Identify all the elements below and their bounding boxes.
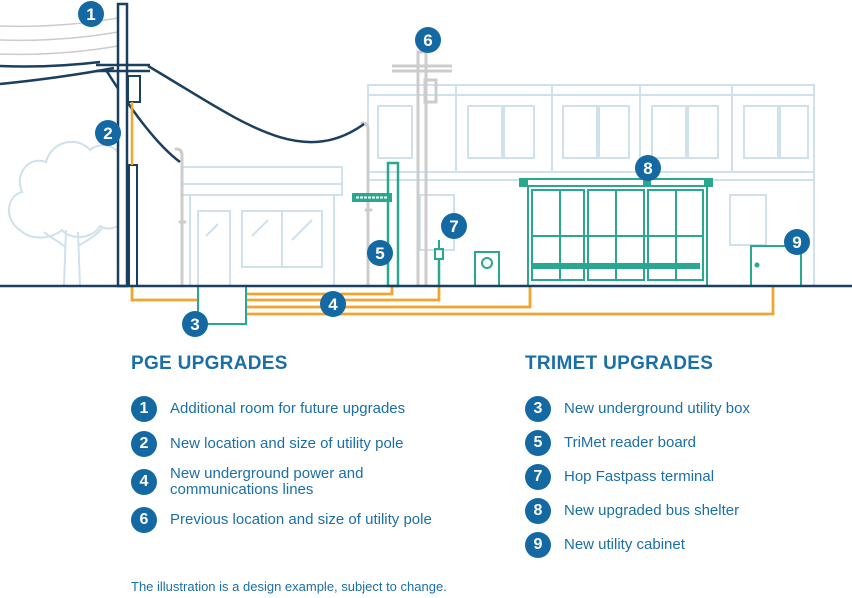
underground-lines [130, 286, 775, 316]
previous-utility-pole [392, 50, 452, 286]
item-label: New upgraded bus shelter [564, 502, 740, 519]
small-building [181, 166, 343, 287]
svg-text:5: 5 [375, 244, 384, 263]
streetlights [174, 121, 373, 288]
item-label: New underground utility box [564, 400, 750, 417]
bus-shelter [519, 178, 713, 286]
item-label: Hop Fastpass terminal [564, 468, 715, 485]
svg-text:2: 2 [103, 124, 112, 143]
trimet-upgrades-list: 3 New underground utility box 5 TriMet r… [525, 396, 845, 558]
svg-text:9: 9 [792, 233, 801, 252]
list-item: 8 New upgraded bus shelter [525, 498, 845, 524]
overhead-wires [0, 17, 365, 164]
svg-text:4: 4 [328, 295, 338, 314]
number-badge: 5 [525, 430, 551, 456]
list-item: 7 Hop Fastpass terminal [525, 464, 845, 490]
marker-7: 7 [441, 213, 467, 239]
list-item: 2 New location and size of utility pole [131, 431, 491, 457]
background-building [367, 84, 815, 286]
number-badge: 1 [131, 396, 157, 422]
trimet-upgrades-title: TRIMET UPGRADES [525, 353, 714, 374]
pge-upgrades-section: PGE UPGRADES 1 Additional room for futur… [131, 352, 491, 542]
svg-text:1: 1 [86, 5, 95, 24]
hop-fastpass-terminal [434, 240, 444, 286]
trash-bin [474, 251, 500, 287]
svg-text:6: 6 [423, 31, 432, 50]
street-illustration: 1 2 3 4 5 6 7 8 [0, 1, 852, 337]
item-label: Previous location and size of utility po… [170, 511, 432, 528]
marker-9: 9 [784, 229, 810, 255]
svg-text:3: 3 [190, 315, 199, 334]
pge-upgrades-list: 1 Additional room for future upgrades 2 … [131, 396, 491, 533]
marker-5: 5 [367, 240, 393, 266]
list-item: 6 Previous location and size of utility … [131, 507, 491, 533]
marker-3: 3 [182, 311, 208, 337]
disclaimer-caption: The illustration is a design example, su… [131, 579, 447, 594]
number-badge: 2 [131, 431, 157, 457]
marker-8: 8 [635, 155, 661, 181]
pge-upgrades-title: PGE UPGRADES [131, 353, 288, 374]
reader-board [352, 161, 400, 288]
underground-utility-box [197, 285, 247, 325]
number-badge: 4 [131, 469, 157, 495]
marker-6: 6 [415, 27, 441, 53]
list-item: 9 New utility cabinet [525, 532, 845, 558]
number-badge: 8 [525, 498, 551, 524]
number-badge: 3 [525, 396, 551, 422]
item-label: TriMet reader board [564, 434, 696, 451]
list-item: 5 TriMet reader board [525, 430, 845, 456]
number-badge: 6 [131, 507, 157, 533]
new-utility-pole [96, 2, 150, 288]
svg-text:7: 7 [449, 217, 458, 236]
marker-2: 2 [95, 120, 121, 146]
item-label: New location and size of utility pole [170, 435, 404, 452]
list-item: 1 Additional room for future upgrades [131, 396, 491, 422]
marker-4: 4 [320, 291, 346, 317]
marker-1: 1 [78, 1, 104, 27]
item-label: New utility cabinet [564, 536, 685, 553]
item-label: New underground power and communications… [170, 465, 364, 498]
item-label: Additional room for future upgrades [170, 400, 406, 417]
number-badge: 9 [525, 532, 551, 558]
list-item: 4 New underground power and communicatio… [131, 466, 491, 498]
svg-text:8: 8 [643, 159, 652, 178]
list-item: 3 New underground utility box [525, 396, 845, 422]
number-badge: 7 [525, 464, 551, 490]
trimet-upgrades-section: TRIMET UPGRADES 3 New underground utilit… [525, 352, 845, 566]
